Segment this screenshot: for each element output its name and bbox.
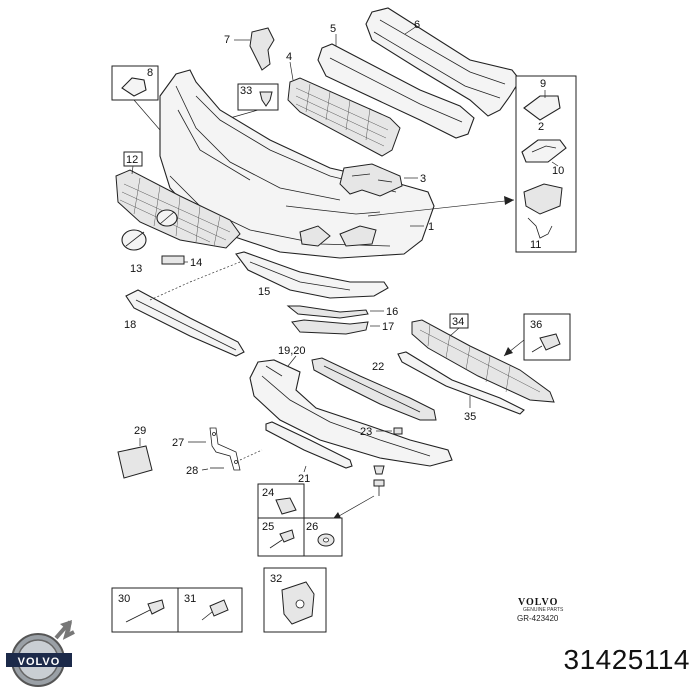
callout-33: 33 [240, 85, 252, 97]
callout-21: 21 [298, 473, 310, 485]
leader-10 [551, 161, 559, 167]
part-26-washer [317, 533, 335, 547]
callout-34: 34 [452, 316, 464, 328]
leader-6 [404, 25, 418, 35]
leader-28 [201, 468, 209, 471]
part-5-energy-absorber [317, 43, 475, 139]
part-8-tow-cover [121, 77, 147, 97]
leader-4 [289, 61, 294, 81]
callout-30: 30 [118, 593, 130, 605]
part-25-bolt [269, 529, 295, 549]
callout-31: 31 [184, 593, 196, 605]
callout-8: 8 [147, 67, 153, 79]
dash-15 [189, 261, 241, 283]
part-1-bumper-cover [159, 69, 435, 259]
callout-3: 3 [420, 173, 426, 185]
fastener-stack [373, 465, 385, 496]
callout-1: 1 [428, 221, 434, 233]
part-14-badge [161, 255, 185, 265]
part-19-20-undertray [249, 359, 453, 467]
part-number: 31425114 [563, 644, 690, 675]
dash-27 [239, 449, 263, 461]
callout-15: 15 [258, 286, 270, 298]
part-9-washer-cover [523, 95, 561, 121]
callout-17: 17 [382, 321, 394, 333]
callout-32: 32 [270, 573, 282, 585]
callout-5: 5 [330, 23, 336, 35]
callout-16: 16 [386, 306, 398, 318]
callout-4: 4 [286, 51, 292, 63]
logo-text: VOLVO [17, 656, 61, 668]
part-10-holder [523, 183, 563, 215]
diagram-reference-code: GR-423420 [517, 614, 559, 623]
callout-6: 6 [414, 19, 420, 31]
part-24-clip [275, 497, 297, 515]
arrow-head-36 [504, 347, 513, 356]
part-30-rivet [125, 599, 165, 623]
part-16-trim [286, 305, 369, 319]
part-4-upper-grille [287, 77, 401, 157]
part-27-bracket [209, 427, 241, 471]
callout-7: 7 [224, 34, 230, 46]
part-36-screw [531, 333, 561, 353]
leader-12 [131, 165, 134, 175]
part-6-impact-beam [365, 7, 521, 117]
part-7-bracket [249, 27, 275, 71]
callout-9: 9 [540, 78, 546, 90]
callout-11: 11 [530, 239, 541, 251]
part-23-fastener [393, 427, 403, 435]
leader-34 [449, 327, 460, 337]
part-29-pad [117, 445, 153, 479]
part-15-spoiler [235, 251, 389, 299]
volvo-iron-mark-icon [4, 608, 76, 692]
callout-36: 36 [530, 319, 542, 331]
part-13-emblem [121, 229, 147, 251]
part-33-clip [259, 91, 273, 107]
callout-14: 14 [190, 257, 202, 269]
callout-18: 18 [124, 319, 136, 331]
callout-22: 22 [372, 361, 384, 373]
part-17-trim [291, 319, 369, 335]
part-31-bolt [201, 599, 229, 621]
callout-27: 27 [172, 437, 184, 449]
leader-8 [133, 99, 161, 131]
callout-24: 24 [262, 487, 274, 499]
leader-33 [229, 109, 259, 119]
dash-18 [149, 281, 191, 301]
part-32-bracket [281, 581, 315, 625]
callout-box-30 [111, 587, 179, 633]
arrow-head-1 [504, 196, 514, 205]
callout-23: 23 [360, 426, 372, 438]
part-18-lower-lip [125, 289, 245, 357]
leader-21 [303, 465, 307, 473]
callout-box-31 [177, 587, 243, 633]
leader-1-side-group [367, 199, 515, 217]
brand-sub-wordmark: GENUINE PARTS [523, 607, 564, 613]
part-2-washer-nozzle [521, 139, 567, 163]
callout-19-20: 19,20 [278, 345, 306, 357]
callout-25: 25 [262, 521, 274, 533]
part-22-air-guide [311, 357, 437, 421]
callout-2: 2 [538, 121, 544, 133]
part-21-strip [265, 421, 353, 469]
callout-26: 26 [306, 521, 318, 533]
callout-35: 35 [464, 411, 476, 423]
callout-12: 12 [126, 154, 138, 166]
callout-box-33 [237, 83, 279, 111]
part-34-side-deflector [411, 319, 555, 403]
part-12-lower-grille [115, 169, 241, 249]
leader-19-20 [287, 355, 297, 367]
callout-28: 28 [186, 465, 198, 477]
callout-10: 10 [552, 165, 564, 177]
part-3-side-bracket [339, 163, 403, 197]
brand-wordmark: VOLVO [518, 597, 559, 608]
callout-13: 13 [130, 263, 142, 275]
part-35-strip [397, 351, 525, 415]
callout-29: 29 [134, 425, 146, 437]
